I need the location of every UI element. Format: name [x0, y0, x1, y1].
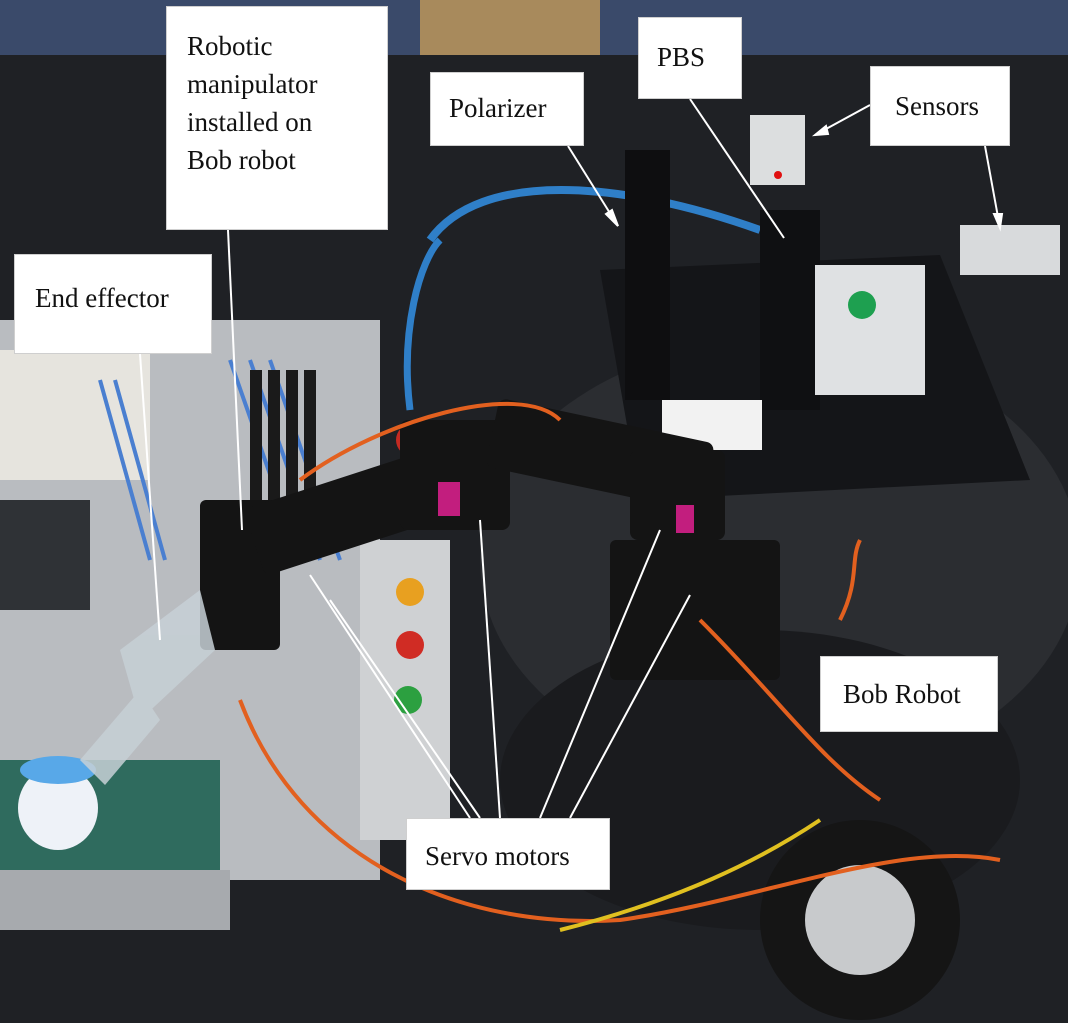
bob-robot-wheel-hub: [805, 865, 915, 975]
control-box-green-button: [848, 291, 876, 319]
robotic-manipulator-line-1: Robotic: [187, 31, 273, 61]
robotic-manipulator-line-2: manipulator: [187, 69, 318, 99]
power-supply: [0, 500, 90, 610]
sensors-label: Sensors: [870, 66, 1010, 146]
polarizer-mount: [625, 150, 670, 400]
barcode-object-cap: [20, 756, 96, 784]
sensor-1-led: [774, 171, 782, 179]
cardboard-box: [420, 0, 600, 60]
servo-wires: [238, 401, 1001, 932]
end-effector-label: End effector: [14, 254, 212, 354]
servo-label-magenta-2: [676, 505, 694, 533]
blue-air-hose: [426, 186, 762, 243]
terminal-blocks: [250, 370, 316, 520]
conveyor-frame: [0, 870, 230, 930]
annotation-pointers: [139, 98, 1004, 819]
plc-unit: [0, 350, 150, 480]
servo-motors-label: Servo motors: [406, 818, 610, 890]
robotic-manipulator-line-4: Bob robot: [187, 145, 296, 175]
bob-robot-label: Bob Robot: [820, 656, 998, 732]
robotic-arm: [200, 399, 780, 680]
control-box: [815, 265, 925, 395]
barcode-object: [18, 766, 98, 850]
sensor-2: [960, 225, 1060, 275]
end-effector-gripper: [80, 590, 215, 785]
red-push-button: [396, 631, 424, 659]
pbs-mount: [760, 210, 820, 410]
polarizer-label: Polarizer: [430, 72, 584, 146]
green-push-button: [394, 686, 422, 714]
robotic-manipulator-line-3: installed on: [187, 107, 313, 137]
blue-air-hose-2: [403, 237, 443, 411]
robotic-manipulator-label: Robotic manipulator installed on Bob rob…: [166, 6, 388, 230]
orange-push-button: [396, 578, 424, 606]
servo-label-magenta: [438, 482, 460, 516]
pbs-label: PBS: [638, 17, 742, 99]
